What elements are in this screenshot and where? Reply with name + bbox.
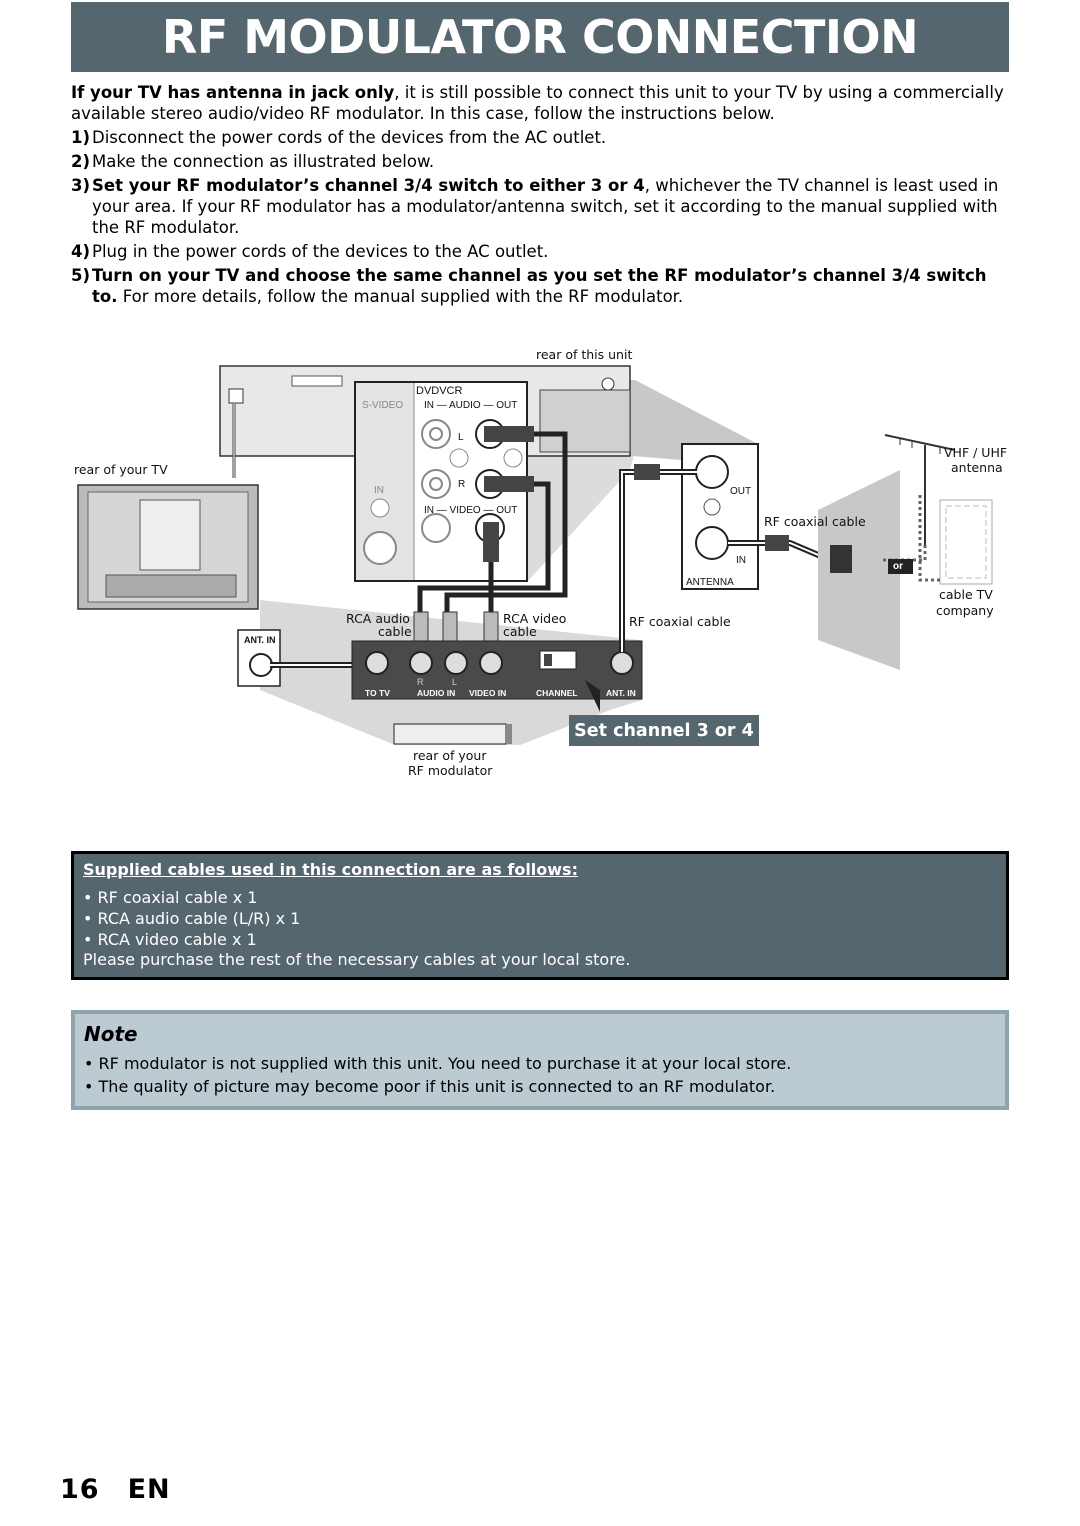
- step-text: Plug in the power cords of the devices t…: [92, 242, 549, 261]
- dvdvcr-label: DVDVCR: [416, 385, 463, 397]
- antenna-label: ANTENNA: [686, 577, 734, 588]
- step-4: 4)Plug in the power cords of the devices…: [71, 241, 1016, 262]
- list-item: • RCA video cable x 1: [83, 930, 257, 949]
- svideo-in-label: IN: [374, 485, 384, 496]
- rf-cable-label-right: RF coaxial cable: [764, 514, 866, 529]
- page-number: 16: [60, 1474, 100, 1505]
- rca-audio-label: RCA audio: [346, 611, 410, 626]
- rca-video-cable-label: cable: [503, 624, 537, 639]
- mod-audio-in-label: AUDIO IN: [417, 688, 456, 698]
- rear-modulator-label-2: RF modulator: [408, 763, 493, 778]
- tv-ant-in-label: ANT. IN: [244, 635, 276, 645]
- intro-text: , it is still possible to connect this u…: [71, 83, 1004, 123]
- mod-to-tv-label: TO TV: [365, 688, 390, 698]
- vhf-uhf-label: VHF / UHF: [944, 445, 1008, 460]
- steps-list: 1)Disconnect the power cords of the devi…: [71, 127, 1016, 310]
- step-number: 4): [71, 242, 91, 261]
- cable-item-text: RCA audio cable (L/R) x 1: [97, 909, 301, 928]
- step-5: 5)Turn on your TV and choose the same ch…: [71, 265, 1016, 307]
- step-number: 3): [71, 176, 91, 195]
- mod-l-label: L: [452, 677, 458, 687]
- video-label: IN — VIDEO — OUT: [424, 505, 518, 516]
- cable-item-text: RF coaxial cable x 1: [97, 888, 258, 907]
- antenna-in-label: IN: [736, 555, 746, 566]
- set-channel-callout: Set channel 3 or 4: [569, 715, 759, 746]
- step-1: 1)Disconnect the power cords of the devi…: [71, 127, 1016, 148]
- step-number: 2): [71, 152, 91, 171]
- page-footer: 16 EN: [60, 1474, 199, 1505]
- note-item-text: RF modulator is not supplied with this u…: [98, 1054, 792, 1073]
- page-language: EN: [127, 1474, 171, 1505]
- step-text: Make the connection as illustrated below…: [92, 152, 435, 171]
- step-3: 3)Set your RF modulator’s channel 3/4 sw…: [71, 175, 1016, 238]
- note-item-text: The quality of picture may become poor i…: [98, 1077, 776, 1096]
- connection-diagram: [77, 365, 993, 745]
- rca-video-label: RCA video: [503, 611, 567, 626]
- list-item: • The quality of picture may become poor…: [84, 1077, 776, 1096]
- rf-cable-label-left: RF coaxial cable: [629, 614, 731, 629]
- list-item: • RF modulator is not supplied with this…: [84, 1054, 792, 1073]
- step-2: 2)Make the connection as illustrated bel…: [71, 151, 1016, 172]
- title-banner: RF MODULATOR CONNECTION: [71, 2, 1009, 72]
- intro-bold: If your TV has antenna in jack only: [71, 83, 395, 102]
- step-text: For more details, follow the manual supp…: [117, 287, 684, 306]
- step-bold: Set your RF modulator’s channel 3/4 swit…: [92, 176, 645, 195]
- intro-paragraph: If your TV has antenna in jack only, it …: [71, 82, 1016, 124]
- mod-channel-label: CHANNEL: [536, 688, 578, 698]
- list-item: • RF coaxial cable x 1: [83, 888, 258, 907]
- audio-l-label: L: [458, 432, 464, 443]
- list-item: • RCA audio cable (L/R) x 1: [83, 909, 301, 928]
- note-box: Note • RF modulator is not supplied with…: [71, 1010, 1009, 1110]
- rear-unit-label: rear of this unit: [536, 347, 633, 362]
- cables-heading: Supplied cables used in this connection …: [83, 860, 578, 879]
- audio-r-label: R: [458, 479, 466, 490]
- mod-r-label: R: [417, 677, 424, 687]
- supplied-cables-box: Supplied cables used in this connection …: [71, 851, 1009, 980]
- cables-list: • RF coaxial cable x 1 • RCA audio cable…: [83, 887, 300, 950]
- company-label: company: [936, 603, 994, 618]
- step-number: 5): [71, 266, 91, 285]
- audio-label: IN — AUDIO — OUT: [424, 400, 518, 411]
- svideo-label: S-VIDEO: [362, 400, 404, 411]
- antenna-out-label: OUT: [730, 486, 752, 497]
- rear-tv-label: rear of your TV: [74, 462, 168, 477]
- mod-ant-in-label: ANT. IN: [606, 688, 636, 698]
- rca-audio-cable-label: cable: [378, 624, 412, 639]
- mod-video-in-label: VIDEO IN: [469, 688, 507, 698]
- or-label: or: [893, 561, 903, 572]
- cables-footer: Please purchase the rest of the necessar…: [83, 950, 631, 969]
- page-title: RF MODULATOR CONNECTION: [161, 10, 919, 64]
- cable-item-text: RCA video cable x 1: [97, 930, 257, 949]
- antenna-word-label: antenna: [951, 460, 1003, 475]
- step-bold: Turn on your TV and choose the same chan…: [92, 266, 987, 306]
- rear-modulator-label-1: rear of your: [413, 748, 487, 763]
- step-number: 1): [71, 128, 91, 147]
- note-title: Note: [84, 1022, 138, 1046]
- cable-tv-label: cable TV: [939, 587, 993, 602]
- step-text: Disconnect the power cords of the device…: [92, 128, 607, 147]
- note-list: • RF modulator is not supplied with this…: [84, 1052, 791, 1098]
- step-text: , whichever the TV channel is least used…: [92, 176, 999, 237]
